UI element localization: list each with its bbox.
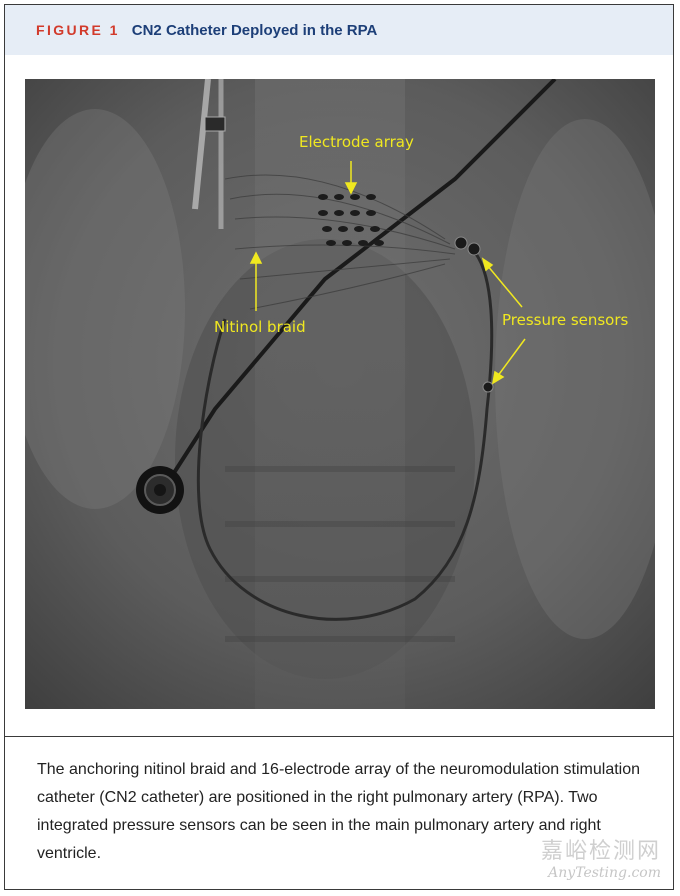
label-electrode-array: Electrode array <box>299 133 414 151</box>
pressure-sensor-bottom <box>482 381 494 393</box>
label-nitinol-braid: Nitinol braid <box>214 318 306 336</box>
caption-panel: The anchoring nitinol braid and 16-elect… <box>4 737 674 890</box>
spine-shadow <box>255 79 405 709</box>
figure-caption: The anchoring nitinol braid and 16-elect… <box>37 761 641 862</box>
arrow-head-braid <box>249 251 263 264</box>
pressure-sensor-top <box>454 236 481 256</box>
watermark: 嘉峪检测网 AnyTesting.com <box>541 833 661 881</box>
annotation-arrows <box>249 161 526 385</box>
lung-left <box>25 109 185 509</box>
label-pressure-sensors: Pressure sensors <box>502 311 629 329</box>
electrode-dots <box>318 194 384 246</box>
figure-panel: FIGURE 1 CN2 Catheter Deployed in the RP… <box>4 4 674 737</box>
figure-header: FIGURE 1 CN2 Catheter Deployed in the RP… <box>5 5 673 55</box>
catheter-loop <box>196 245 494 621</box>
figure-label: FIGURE 1 <box>36 22 120 38</box>
watermark-chinese: 嘉峪检测网 <box>540 839 661 864</box>
nitinol-braid-wires <box>224 174 456 310</box>
lung-right <box>495 119 655 639</box>
port-device <box>136 466 184 514</box>
arrow-head-electrode <box>344 182 358 195</box>
vertebrae <box>225 466 455 642</box>
arrow-head-sensor-top <box>481 257 494 272</box>
watermark-english: AnyTesting.com <box>548 865 661 881</box>
sheath-tubes <box>192 79 226 229</box>
figure-title: CN2 Catheter Deployed in the RPA <box>131 21 378 39</box>
fluoroscopy-graphic <box>25 79 655 709</box>
arrow-head-sensor-bottom <box>491 370 505 385</box>
fluoroscopy-image: Electrode array Nitinol braid Pressure s… <box>25 79 655 709</box>
